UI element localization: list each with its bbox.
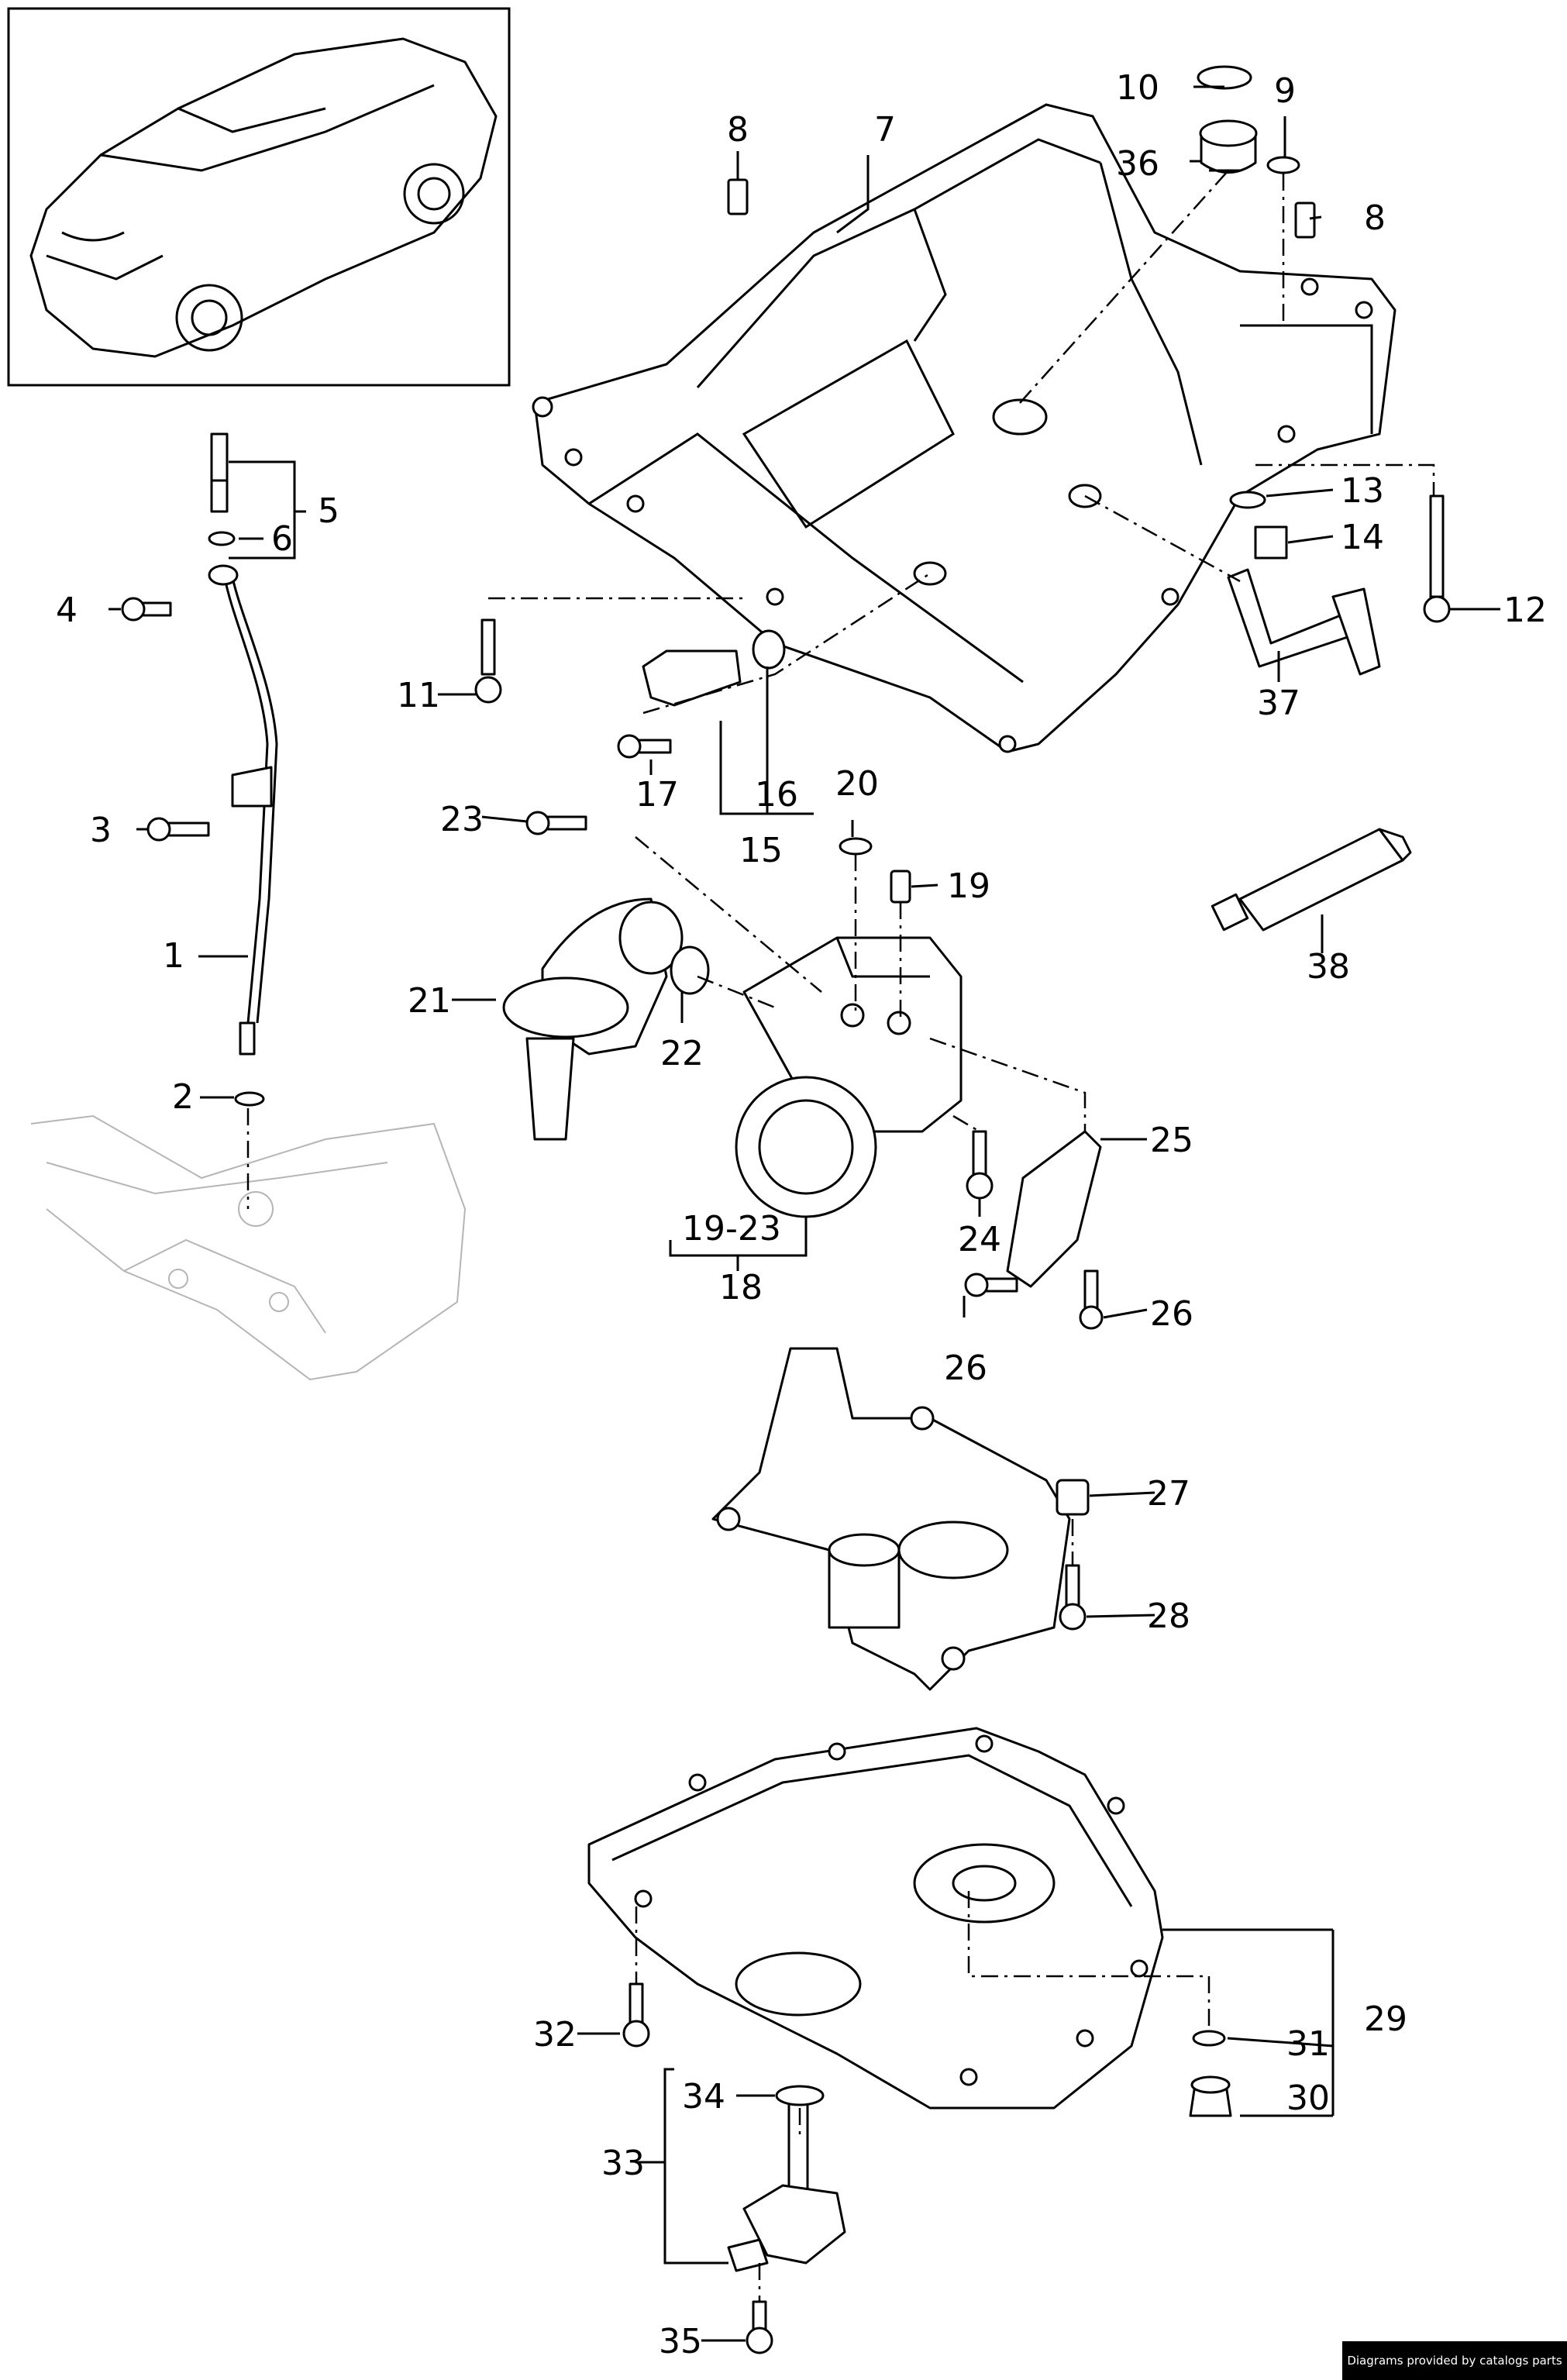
callout-38: 38 [1307, 947, 1350, 987]
callout-31: 31 [1286, 2024, 1330, 2064]
callout-37: 37 [1257, 684, 1300, 723]
callout-24: 24 [958, 1220, 1001, 1259]
bolt-3 [146, 817, 210, 842]
callout-15: 15 [739, 831, 783, 870]
bolt-4 [121, 597, 172, 622]
reference-lines [246, 170, 1435, 2302]
o-ring-13 [1229, 491, 1266, 509]
o-ring-22 [670, 945, 710, 995]
callout-36: 36 [1116, 144, 1159, 184]
callout-35: 35 [659, 2322, 702, 2361]
bolt-28 [1059, 1564, 1087, 1631]
callout-34: 34 [682, 2077, 725, 2117]
o-ring-20 [839, 837, 873, 856]
callout-13: 13 [1341, 471, 1384, 511]
callout-22: 22 [660, 1034, 704, 1073]
bracket-25 [1006, 1130, 1102, 1288]
callout-21: 21 [408, 981, 451, 1021]
callout-16: 16 [755, 775, 798, 815]
pipe-37 [1227, 568, 1381, 676]
bolt-11 [474, 618, 502, 704]
seal-31 [1192, 2030, 1226, 2047]
o-ring-34 [775, 2085, 825, 2106]
callout-28: 28 [1147, 1596, 1190, 1636]
bolts-26 [964, 1269, 1104, 1330]
callout-9: 9 [1274, 71, 1296, 111]
bolt-23 [525, 811, 587, 835]
dowel-pin-19 [890, 870, 911, 904]
callout-29: 29 [1364, 1999, 1407, 2039]
bolt-12 [1423, 494, 1451, 623]
callout-11: 11 [397, 676, 440, 715]
callout-4: 4 [56, 591, 77, 630]
bolt-17 [617, 734, 672, 759]
callout-19: 19 [947, 866, 990, 906]
callout-8b: 8 [1364, 198, 1386, 238]
callout-10: 10 [1116, 68, 1159, 108]
callout-25: 25 [1150, 1121, 1193, 1160]
callout-17: 17 [635, 775, 679, 815]
callout-23: 23 [440, 800, 484, 839]
callout-14: 14 [1341, 518, 1384, 557]
diagram-credit: Diagrams provided by catalogs parts [1342, 2341, 1567, 2380]
callout-20: 20 [835, 764, 879, 804]
bolt-35 [746, 2300, 773, 2354]
spacer-27 [1056, 1479, 1090, 1516]
callout-33: 33 [601, 2144, 645, 2183]
callout-18: 18 [719, 1268, 763, 1307]
lower-oil-pan-29 [587, 1727, 1164, 2110]
drain-plug-30 [1189, 2075, 1232, 2117]
callout-12: 12 [1503, 591, 1547, 630]
callout-8a: 8 [727, 110, 749, 150]
oil-filter-cap-36 [1197, 65, 1300, 174]
vehicle-thumbnail [7, 7, 511, 387]
callout-3: 3 [90, 811, 112, 850]
callout-labels: 1 2 3 4 5 6 7 8 8 9 10 36 11 12 13 14 37… [56, 68, 1547, 2361]
upper-oil-sump-housing [532, 103, 1397, 753]
oil-pump-assembly [735, 936, 963, 1218]
bolt-32 [622, 1982, 650, 2048]
oil-suction-pipe-21 [502, 897, 684, 1141]
engine-block-ghost [30, 1114, 467, 1381]
baffle-plate-27 [711, 1347, 1082, 1691]
solenoid-valve-16 [642, 629, 786, 707]
callout-32: 32 [533, 2015, 577, 2055]
callout-26b: 26 [944, 1348, 987, 1388]
plug-14 [1254, 525, 1288, 560]
callout-26a: 26 [1150, 1294, 1193, 1334]
callout-30: 30 [1286, 2079, 1330, 2118]
callout-5: 5 [318, 491, 339, 531]
oil-level-sensor-33 [727, 2091, 846, 2272]
sealant-tube-38 [1211, 828, 1412, 932]
callout-19-23: 19-23 [682, 1209, 781, 1249]
callout-7: 7 [874, 110, 896, 150]
callout-27: 27 [1147, 1474, 1190, 1514]
callout-6: 6 [271, 519, 293, 559]
callout-2: 2 [172, 1077, 194, 1117]
leader-lines [108, 85, 1500, 2342]
callout-1: 1 [163, 936, 184, 976]
bolt-24 [966, 1130, 994, 1200]
dipstick-tube [208, 432, 278, 1107]
